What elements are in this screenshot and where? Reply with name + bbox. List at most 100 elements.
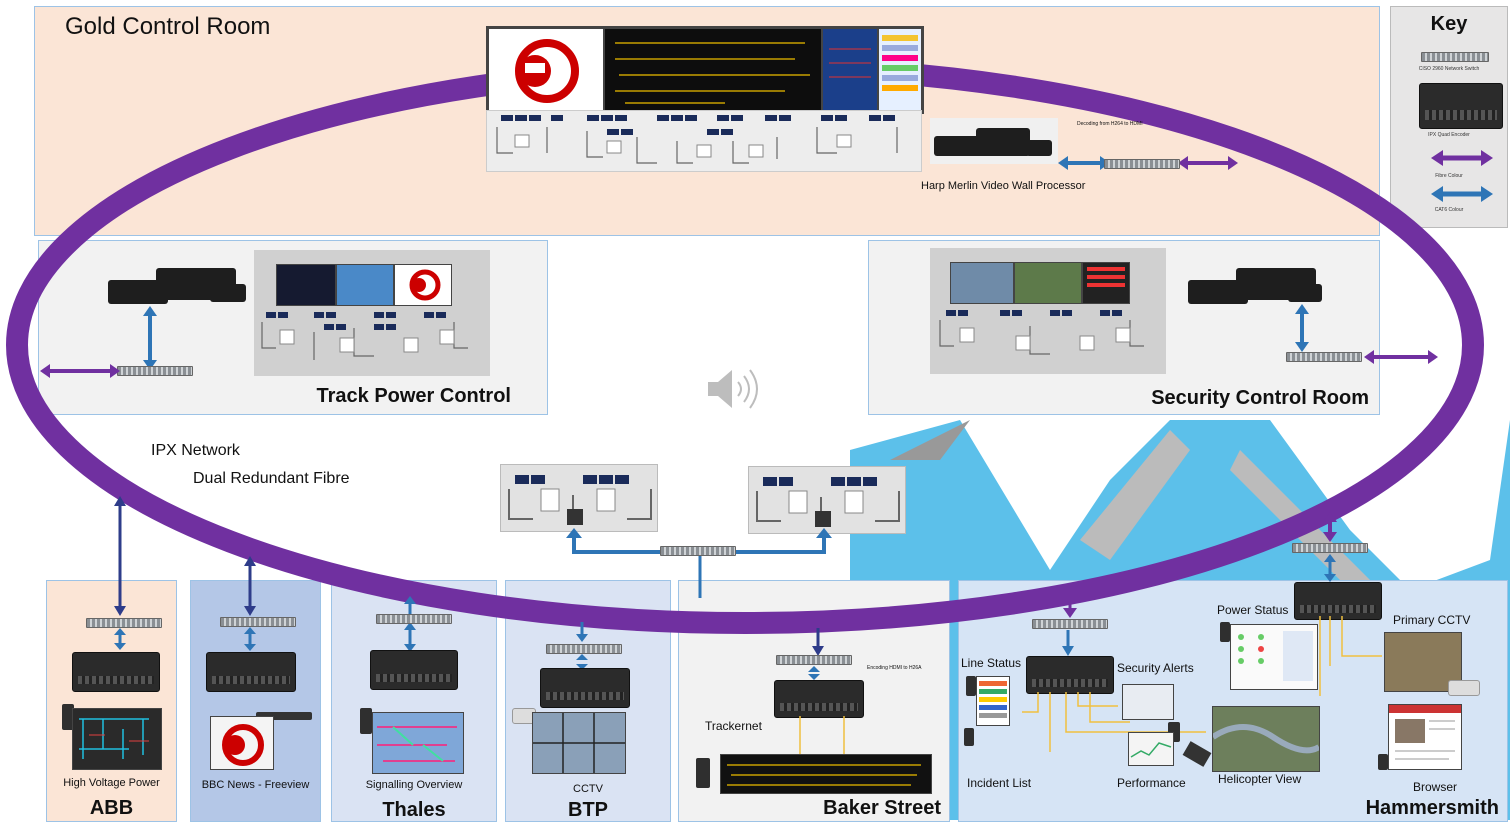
key-fibre-label: Fibre Colour [1435,173,1463,179]
gold-control-room-title: Gold Control Room [65,13,271,40]
baker-encoder [774,680,864,718]
signalling-screen [604,28,822,112]
incident-list-pc [964,728,974,746]
hammersmith-network-switch-right [1292,543,1368,553]
status-list-screen [878,28,922,112]
bbc-news-screen [488,28,604,112]
abb-caption: High Voltage Power [63,777,160,789]
thales-encoder [370,650,458,690]
key-cat6-label: CAT6 Colour [1434,207,1464,213]
abb-pc-tower [62,704,74,730]
performance-label: Performance [1117,776,1186,790]
dual-redundant-fibre-label: Dual Redundant Fibre [193,470,350,487]
track-power-room-image [254,250,490,376]
trackernet-screen [720,754,932,794]
key-title: Key [1430,13,1468,35]
central-fibre-drop [698,556,702,598]
browser-screen [1388,704,1462,770]
central-cat6-links [566,528,832,554]
key-panel: Key CISO 2960 Network Switch IPX Quad En… [1390,6,1508,228]
helicopter-view-screen [1211,706,1321,772]
btp-network-switch [546,644,622,654]
baker-fibre-link [812,628,824,656]
primary-cctv-label: Primary CCTV [1393,613,1471,627]
security-processor [1188,266,1328,306]
abb-power-screen [72,708,162,770]
track-power-cat6-link [143,306,157,370]
security-network-switch [1286,352,1362,362]
btp-cat6-link [576,654,588,670]
security-alerts-label: Security Alerts [1117,661,1194,675]
power-status-screen [1230,624,1318,690]
helicopter-view-label: Helicopter View [1218,772,1302,786]
bbc-news-freeview-screen [210,716,274,770]
track-power-network-switch [117,366,193,376]
bbc-cat6-link [244,627,256,651]
hammersmith-fibre-link-left [1063,596,1077,618]
hammersmith-name: Hammersmith [1365,797,1499,819]
incident-list-label: Incident List [967,776,1032,790]
thales-link [404,596,416,652]
abb-fibre-link [114,496,126,616]
baker-street-name: Baker Street [823,797,941,819]
bbc-encoder [206,652,296,692]
thales-name: Thales [382,799,446,821]
performance-screen [1128,732,1174,766]
btp-link-top [576,622,588,642]
thales-network-switch [376,614,452,624]
key-encoder-label: IPX Quad Encoder [1428,132,1470,138]
bbc-network-switch [220,617,296,627]
security-cat6-link [1295,304,1309,352]
track-power-control-title: Track Power Control [316,385,512,407]
blue-arrow-icon [1431,186,1493,202]
abb-cat6-link [114,628,126,650]
abb-network-switch [86,618,162,628]
gold-video-wall [486,26,924,114]
central-desk-right [748,466,906,534]
line-status-pc [966,676,976,696]
security-control-room-title: Security Control Room [1151,387,1369,409]
baker-pc-tower [696,758,710,788]
power-status-label: Power Status [1217,603,1289,617]
line-status-label: Line Status [961,656,1022,670]
cctv-screen [532,712,626,774]
baker-cable [799,716,845,754]
ipx-network-label: IPX Network [151,442,240,459]
browser-pc [1378,754,1388,770]
abb-encoder [72,652,160,692]
btp-caption: CCTV [573,783,603,795]
hammersmith-cat6-right [1324,554,1336,582]
purple-arrow-icon [1431,150,1493,166]
trackernet-caption: Trackernet [705,719,762,733]
power-status-pc [1220,622,1230,642]
security-alerts-screen [1122,684,1174,720]
security-room-image [930,248,1166,374]
baker-network-switch [776,655,852,665]
key-switch-label: CISO 2960 Network Switch [1418,66,1480,72]
hammersmith-encoder-right [1294,582,1382,620]
gold-switch-links [1058,156,1238,170]
bbc-fibre-link [244,556,256,616]
central-network-switch [660,546,736,556]
network-switch-icon [1421,52,1489,62]
hammersmith-fibre-link-right [1323,512,1337,542]
baker-cat6-link [808,666,820,680]
hammersmith-wiring [1022,616,1382,752]
primary-cctv-camera-icon [1448,680,1480,696]
browser-label: Browser [1413,780,1458,794]
bbc-caption: BBC News - Freeview [201,779,310,791]
btp-encoder [540,668,630,708]
hammersmith-encoder-left [1026,656,1114,694]
signalling-overview-screen [372,712,464,774]
abb-name: ABB [89,797,134,819]
gold-network-switch [1104,159,1180,169]
speaker-icon[interactable] [704,364,760,414]
gold-decode-note: Decoding from H264 to HDMI [1077,121,1143,127]
hammersmith-network-switch-left [1032,619,1108,629]
freeview-box [256,712,312,720]
hammersmith-cat6-left [1062,630,1074,656]
security-screen [822,28,878,112]
btp-name: BTP [568,799,608,821]
line-status-screen [976,676,1010,726]
central-desk-left [500,464,658,532]
